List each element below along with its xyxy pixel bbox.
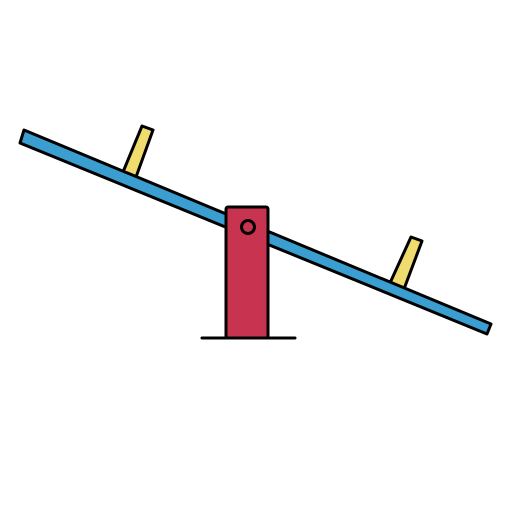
left-handle	[121, 124, 155, 179]
right-handle	[388, 235, 424, 291]
fulcrum-post	[224, 205, 270, 340]
pivot-bolt	[240, 219, 256, 235]
